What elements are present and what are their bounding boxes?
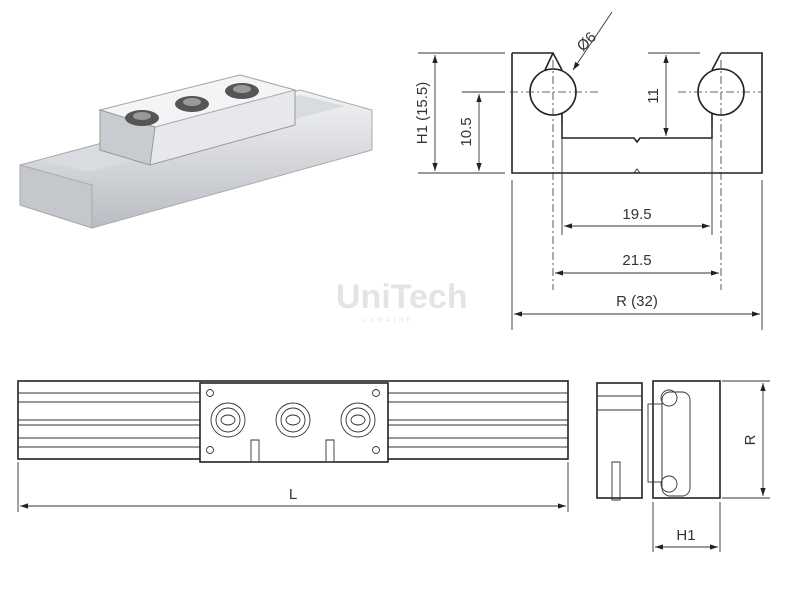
dim-center-distance: 21.5 [622, 252, 651, 269]
roller-icon [225, 83, 259, 99]
dim-width: R (32) [616, 293, 658, 310]
roller-icon [125, 110, 159, 126]
dim-inner-width: 19.5 [622, 206, 651, 223]
dim-side-width: R [742, 434, 759, 445]
roller-icon [275, 402, 311, 438]
roller-icon [210, 402, 246, 438]
side-view: R H1 [596, 380, 770, 552]
svg-text:UniTech: UniTech [336, 278, 468, 316]
dim-h1: H1 (15.5) [414, 82, 431, 145]
product-render [19, 74, 373, 229]
dim-slot-height: 11 [645, 88, 662, 104]
dim-center-height: 10.5 [458, 117, 475, 146]
watermark-logo: UniTech UKRAINE [336, 278, 468, 324]
front-view: L [17, 380, 569, 512]
section-view: H1 (15.5) 10.5 11 Ø6 19.5 21.5 R (32) [414, 11, 763, 330]
roller-icon [175, 96, 209, 112]
dim-diameter: Ø6 [574, 29, 600, 55]
roller-icon [340, 402, 376, 438]
dim-side-height: H1 [676, 527, 695, 544]
svg-text:UKRAINE: UKRAINE [362, 317, 414, 324]
dim-length: L [289, 486, 297, 503]
